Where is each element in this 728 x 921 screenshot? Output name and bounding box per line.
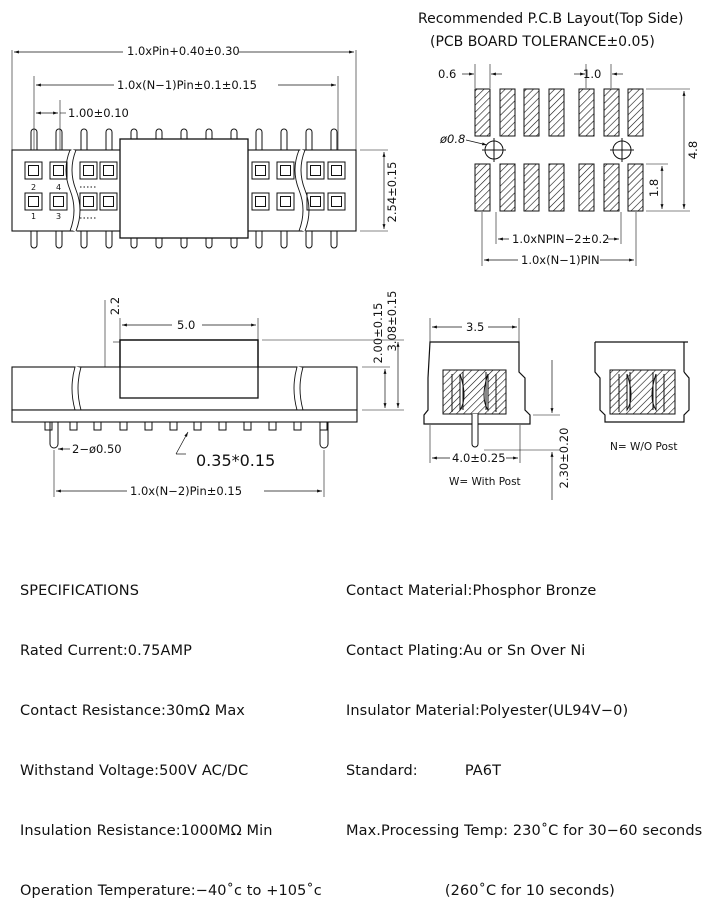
specs-left: SPECIFICATIONS Rated Current:0.75AMP Con… <box>20 541 322 921</box>
spec-operation-temperature: Operation Temperature:−40˚c to +105˚c <box>20 883 322 899</box>
with-post-label: W= With Post <box>449 476 521 488</box>
total-height-label: 3.08±0.15 <box>385 291 399 352</box>
pcb-tolerance: (PCB BOARD TOLERANCE±0.05) <box>430 34 655 50</box>
without-post-label: N= W/O Post <box>610 441 677 453</box>
pin-label-2: 2 <box>31 183 36 192</box>
spec-contact-resistance: Contact Resistance:30mΩ Max <box>20 703 245 719</box>
technical-drawing: 1.0xPin+0.40±0.30 1.0x(N−1)Pin±0.1±0.15 … <box>11 11 700 500</box>
spec-processing-temp-alt: (260˚C for 10 seconds) <box>346 883 615 899</box>
end-height-label: 2.30±0.20 <box>557 428 571 489</box>
side-view <box>11 300 404 497</box>
cap-height-label: 2.2 <box>108 297 122 315</box>
spec-rated-current: Rated Current:0.75AMP <box>20 643 192 659</box>
overall-length-label: 1.0xPin+0.40±0.30 <box>127 44 240 58</box>
pitch-label: 1.00±0.10 <box>68 106 129 120</box>
body-height-label: 2.00±0.15 <box>371 303 385 364</box>
base-width-label: 4.0±0.25 <box>452 451 506 465</box>
pin-label-4: 4 <box>56 183 61 192</box>
pad-length-label: 1.8 <box>647 179 661 197</box>
side-view-labels: 2.2 5.0 2.00±0.15 3.08±0.15 2−ø0.50 0.35… <box>72 291 399 499</box>
spec-insulation-resistance: Insulation Resistance:1000MΩ Min <box>20 823 273 839</box>
pitch-label-pcb: 1.0 <box>583 67 601 81</box>
end-view-with-post <box>423 318 560 500</box>
spec-withstand-voltage: Withstand Voltage:500V AC/DC <box>20 763 249 779</box>
pin-span-label: 1.0x(N−1)Pin±0.1±0.15 <box>117 78 257 92</box>
specs-heading: SPECIFICATIONS <box>20 583 140 599</box>
top-view <box>11 50 388 249</box>
spec-contact-material: Contact Material:Phosphor Bronze <box>346 583 597 599</box>
spec-insulator-material: Insulator Material:Polyester(UL94V−0) <box>346 703 629 719</box>
npin-label: 1.0xNPIN−2±0.2 <box>512 232 610 246</box>
row-span-label: 4.8 <box>686 141 700 159</box>
spec-processing-temp: Max.Processing Temp: 230˚C for 30−60 sec… <box>346 823 703 839</box>
end-view-labels: 3.5 4.0±0.25 2.30±0.20 W= With Post <box>449 320 571 488</box>
end-view-without-post <box>594 341 690 423</box>
post-span-label: 1.0x(N−2)Pin±0.15 <box>130 484 242 498</box>
top-view-labels: 1.0xPin+0.40±0.30 1.0x(N−1)Pin±0.1±0.15 … <box>31 43 399 222</box>
n1pin-label: 1.0x(N−1)PIN <box>521 253 600 267</box>
pcb-layout: Recommended P.C.B Layout(Top Side) (PCB … <box>418 11 700 267</box>
post-label: 2−ø0.50 <box>72 442 122 456</box>
height-label: 2.54±0.15 <box>385 162 399 223</box>
spec-contact-plating: Contact Plating:Au or Sn Over Ni <box>346 643 586 659</box>
pin-label-1: 1 <box>31 212 36 221</box>
tail-label: 0.35*0.15 <box>196 451 275 470</box>
pcb-title: Recommended P.C.B Layout(Top Side) <box>418 11 683 27</box>
specs-right: Contact Material:Phosphor Bronze Contact… <box>346 541 702 921</box>
spec-standard: Standard: PA6T <box>346 763 502 779</box>
pad-width-label: 0.6 <box>438 67 456 81</box>
top-width-label: 3.5 <box>466 320 484 334</box>
hole-label: ø0.8 <box>439 132 465 146</box>
cap-width-label: 5.0 <box>177 318 195 332</box>
pin-label-3: 3 <box>56 212 61 221</box>
